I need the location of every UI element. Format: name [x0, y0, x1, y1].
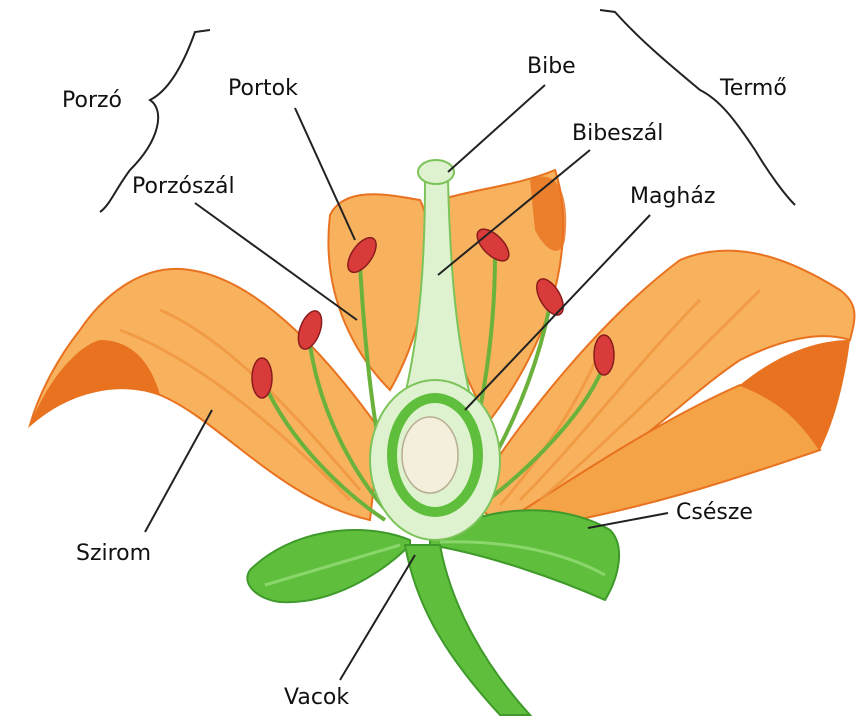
leader-bibe [448, 85, 545, 172]
anther-6 [594, 335, 614, 375]
leader-portok [295, 108, 355, 240]
stem [405, 545, 530, 715]
label-vacok: Vacok [284, 687, 349, 709]
ovule [402, 417, 458, 493]
label-maghaz: Magház [630, 186, 715, 208]
leader-szirom [145, 410, 212, 532]
label-porzo: Porzó [62, 90, 122, 112]
label-termo: Termő [720, 78, 787, 100]
label-porzoszal: Porzószál [132, 176, 235, 198]
anther-3 [252, 358, 272, 398]
label-bibe: Bibe [527, 56, 576, 78]
bracket-termo [600, 10, 795, 205]
label-bibeszal: Bibeszál [572, 123, 663, 145]
label-szirom: Szirom [76, 543, 151, 565]
label-csesze: Csésze [676, 502, 753, 524]
label-portok: Portok [228, 78, 298, 100]
